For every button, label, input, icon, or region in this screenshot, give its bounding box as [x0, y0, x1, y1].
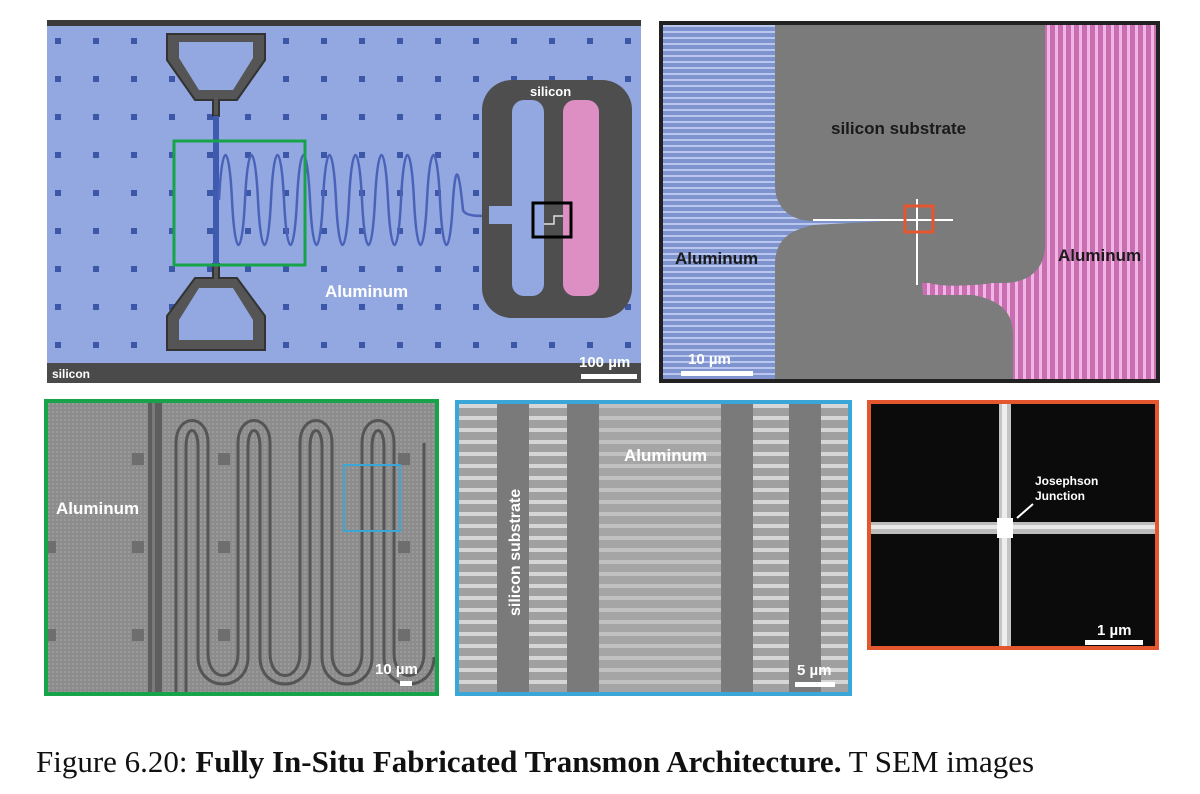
panel-b-graphic	[663, 25, 1156, 379]
panel-d-label-aluminum: Aluminum	[624, 446, 708, 465]
panel-b-label-substrate: silicon substrate	[831, 119, 967, 138]
panel-b-junction-region: silicon substrate Aluminum Aluminum 10 µ…	[659, 21, 1160, 383]
panel-e-label-junction-1: Josephson	[1035, 474, 1099, 488]
panel-c-meander-zoom: Aluminum 10 µm	[44, 399, 439, 696]
panel-e-scale-text: 1 µm	[1097, 622, 1132, 639]
panel-b-scale-text: 10 µm	[688, 351, 731, 368]
panel-c-label-aluminum: Aluminum	[56, 499, 140, 518]
panel-d-finger-zoom: Aluminum silicon substrate 5 µm	[455, 400, 852, 696]
panel-d-scale-bar	[795, 682, 835, 687]
panel-d-graphic	[459, 404, 848, 692]
caption-suffix: T SEM images	[841, 744, 1035, 779]
panel-a-graphic	[47, 20, 641, 383]
panel-d-scale-text: 5 µm	[797, 662, 832, 679]
caption-prefix: Figure 6.20:	[36, 744, 196, 779]
panel-e-label-junction-2: Junction	[1035, 489, 1085, 503]
panel-c-graphic	[48, 403, 435, 692]
panel-a-label-silicon-top: silicon	[530, 84, 572, 99]
panel-b-label-aluminum-left: Aluminum	[675, 249, 759, 268]
panel-b-scale-bar	[681, 371, 753, 376]
panel-e-scale-bar	[1085, 640, 1143, 645]
panel-a-label-aluminum: Aluminum	[325, 282, 409, 301]
panel-e-josephson-junction: Josephson Junction 1 µm	[867, 400, 1159, 650]
panel-e-graphic	[871, 404, 1155, 646]
panel-c-scale-text: 10 µm	[375, 661, 418, 678]
panel-a-overview: silicon Aluminum silicon 100 µm	[47, 20, 641, 383]
panel-a-scale-text: 100 µm	[579, 354, 631, 371]
panel-c-scale-bar	[400, 681, 412, 686]
caption-title: Fully In-Situ Fabricated Transmon Archit…	[195, 744, 842, 779]
panel-a-label-silicon-corner: silicon	[52, 367, 91, 381]
figure-caption: Figure 6.20: Fully In-Situ Fabricated Tr…	[36, 744, 1196, 780]
panel-a-scale-bar	[581, 374, 637, 379]
panel-b-label-aluminum-right: Aluminum	[1058, 246, 1142, 265]
panel-d-label-substrate: silicon substrate	[507, 488, 524, 616]
